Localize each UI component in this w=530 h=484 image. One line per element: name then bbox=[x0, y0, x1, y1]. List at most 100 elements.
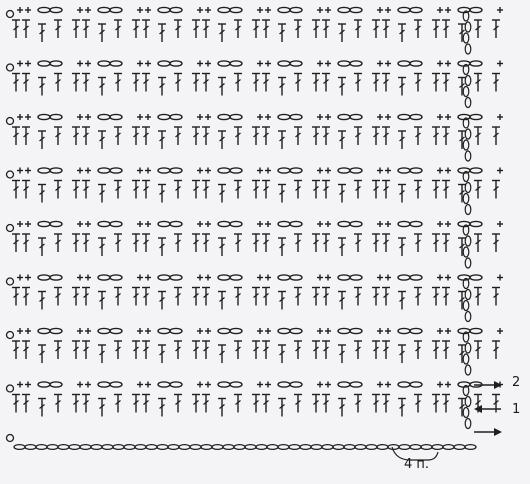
dc-slash bbox=[39, 136, 45, 142]
single-crochet-symbol bbox=[317, 221, 323, 227]
dc-slash bbox=[115, 346, 121, 352]
single-crochet-symbol bbox=[437, 114, 443, 120]
dc-slash bbox=[73, 293, 79, 298]
double-crochet-symbol bbox=[114, 72, 122, 92]
dc-slash bbox=[279, 136, 285, 142]
dc-slash bbox=[279, 190, 285, 195]
double-crochet-symbol bbox=[458, 344, 466, 363]
chain-oval bbox=[49, 220, 63, 228]
chain-oval bbox=[97, 220, 111, 228]
foundation-chain-link bbox=[57, 443, 70, 451]
dc-slash bbox=[263, 25, 269, 31]
chain-pair-symbol bbox=[157, 60, 183, 67]
dc-slash bbox=[323, 132, 329, 138]
dc-slash bbox=[13, 25, 19, 31]
dc-slash bbox=[459, 404, 465, 409]
chain-pair-symbol bbox=[397, 113, 423, 121]
dc-slash bbox=[55, 400, 61, 405]
double-crochet-symbol bbox=[312, 19, 320, 38]
turn-chain-link bbox=[464, 181, 472, 194]
foundation-chain-link bbox=[156, 443, 169, 451]
dc-slash bbox=[433, 239, 439, 245]
chain-oval bbox=[229, 220, 243, 228]
turn-chain-link bbox=[462, 406, 470, 419]
chain-pair-symbol bbox=[457, 220, 483, 228]
dc-slash bbox=[295, 186, 301, 191]
single-crochet-symbol bbox=[25, 167, 31, 174]
dc-slash bbox=[133, 132, 139, 138]
double-crochet-symbol bbox=[278, 23, 286, 42]
chain-oval bbox=[157, 6, 171, 14]
single-crochet-symbol bbox=[205, 221, 211, 227]
double-crochet-symbol bbox=[372, 179, 380, 199]
dc-slash bbox=[115, 186, 121, 191]
double-crochet-symbol bbox=[458, 76, 466, 96]
single-crochet-symbol bbox=[497, 114, 503, 120]
single-crochet-symbol bbox=[145, 60, 151, 67]
dc-slash bbox=[55, 293, 61, 298]
double-crochet-symbol bbox=[22, 126, 30, 145]
dc-slash bbox=[415, 132, 421, 138]
single-crochet-symbol bbox=[317, 328, 323, 334]
chain-pair-symbol bbox=[157, 6, 183, 14]
double-crochet-symbol bbox=[312, 393, 320, 413]
foundation-chain-link bbox=[387, 443, 400, 451]
double-crochet-symbol bbox=[98, 237, 106, 256]
double-crochet-symbol bbox=[474, 340, 482, 359]
double-crochet-symbol bbox=[294, 179, 302, 199]
double-crochet-symbol bbox=[218, 290, 226, 310]
double-crochet-symbol bbox=[262, 233, 270, 252]
dc-slash bbox=[39, 190, 45, 195]
dc-slash bbox=[475, 346, 481, 352]
chain-oval bbox=[289, 60, 303, 67]
double-crochet-symbol bbox=[252, 19, 260, 38]
double-crochet-symbol bbox=[192, 393, 200, 413]
double-crochet-symbol bbox=[432, 72, 440, 92]
turning-chain bbox=[462, 170, 472, 216]
chain-pair-symbol bbox=[457, 113, 483, 121]
double-crochet-symbol bbox=[354, 179, 362, 199]
double-crochet-symbol bbox=[142, 179, 150, 199]
chain-oval bbox=[169, 167, 183, 174]
double-crochet-symbol bbox=[414, 340, 422, 359]
dc-slash bbox=[219, 83, 225, 88]
chain-pair-symbol bbox=[397, 274, 423, 281]
dc-slash bbox=[55, 186, 61, 191]
dc-slash bbox=[493, 186, 499, 191]
single-crochet-symbol bbox=[137, 221, 143, 227]
dc-slash bbox=[355, 346, 361, 352]
double-crochet-symbol bbox=[82, 286, 90, 306]
chain-oval bbox=[169, 60, 183, 67]
foundation-chain-link bbox=[442, 443, 455, 451]
double-crochet-symbol bbox=[218, 344, 226, 363]
double-crochet-symbol bbox=[414, 233, 422, 252]
double-crochet-symbol bbox=[312, 179, 320, 199]
chain-oval bbox=[157, 327, 171, 335]
turn-chain-link bbox=[462, 277, 470, 290]
dc-slash bbox=[339, 404, 345, 409]
dc-slash bbox=[253, 239, 259, 245]
chain-oval bbox=[229, 6, 243, 14]
double-crochet-symbol bbox=[54, 72, 62, 92]
dc-slash bbox=[13, 346, 19, 352]
dc-slash bbox=[99, 404, 105, 409]
single-crochet-symbol bbox=[385, 328, 391, 334]
double-crochet-symbol bbox=[398, 23, 406, 42]
dc-slash bbox=[295, 293, 301, 298]
double-crochet-symbol bbox=[414, 19, 422, 38]
double-crochet-symbol bbox=[262, 286, 270, 306]
single-crochet-symbol bbox=[85, 274, 91, 281]
chain-oval bbox=[49, 381, 63, 388]
single-crochet-symbol bbox=[377, 7, 383, 13]
double-crochet-symbol bbox=[158, 23, 166, 42]
double-crochet-symbol bbox=[218, 397, 226, 417]
chain-pair-symbol bbox=[37, 220, 63, 228]
double-crochet-symbol bbox=[202, 19, 210, 38]
chain-oval bbox=[97, 274, 111, 281]
dc-slash bbox=[203, 132, 209, 138]
foundation-chain-link bbox=[90, 443, 103, 451]
dc-slash bbox=[55, 79, 61, 84]
dc-slash bbox=[83, 293, 89, 298]
turn-chain-link bbox=[462, 353, 470, 365]
double-crochet-symbol bbox=[202, 126, 210, 145]
